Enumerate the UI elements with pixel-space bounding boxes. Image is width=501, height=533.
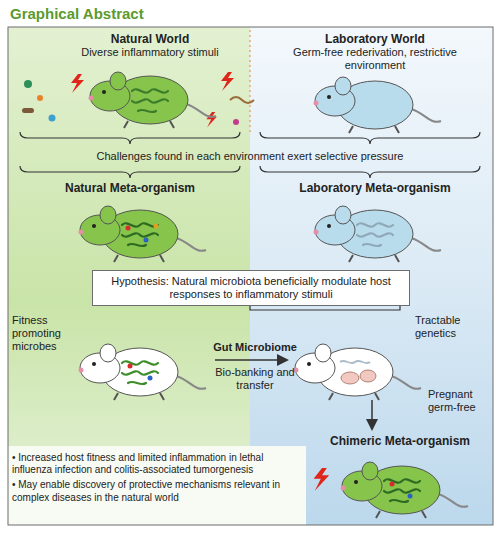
- annotation: Pregnant germ-free: [428, 388, 490, 414]
- abstract-title: Graphical Abstract: [10, 5, 144, 23]
- box-text: Hypothesis: Natural microbiota beneficia…: [101, 275, 401, 301]
- bullet-point: • May enable discovery of protective mec…: [12, 479, 302, 503]
- arrow-label: Gut Microbiome: [198, 341, 312, 354]
- panel-heading: Natural World: [60, 32, 240, 46]
- caption-text: Challenges found in each environment exe…: [15, 150, 485, 163]
- annotation: Tractable genetics: [415, 314, 489, 340]
- hypothesis-box: Hypothesis: Natural microbiota beneficia…: [92, 270, 410, 306]
- panel-subtitle: Germ-free rederivation, restrictive envi…: [285, 46, 465, 72]
- bullet-point: • Increased host fitness and limited inf…: [12, 452, 302, 476]
- arrow-label: Bio-banking and transfer: [210, 366, 300, 392]
- panel-heading: Laboratory World: [290, 32, 460, 46]
- section-heading: Chimeric Meta-organism: [305, 434, 495, 448]
- panel-subtitle: Diverse inflammatory stimuli: [45, 46, 255, 59]
- section-heading: Laboratory Meta-organism: [280, 181, 470, 195]
- section-heading: Natural Meta-organism: [40, 181, 220, 195]
- annotation: Fitness promoting microbes: [12, 314, 92, 353]
